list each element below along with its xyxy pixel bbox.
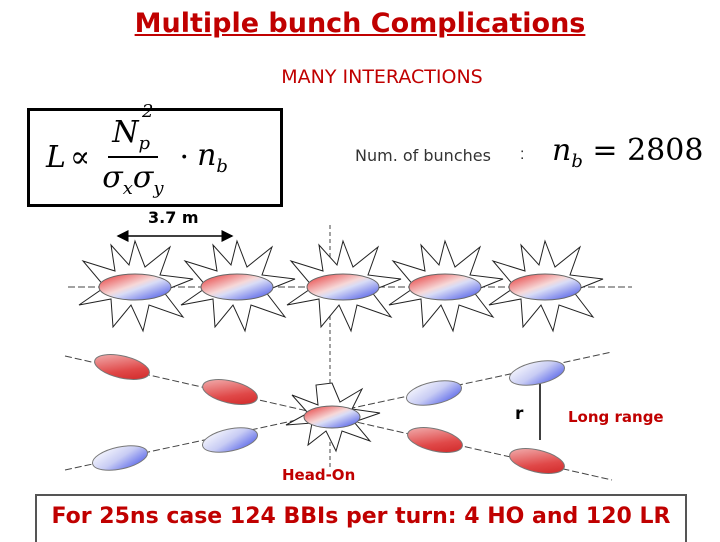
footer-box: For 25ns case 124 BBIs per turn: 4 HO an… <box>35 494 687 542</box>
nb-value: 2808 <box>627 133 704 168</box>
bunch-red-blue <box>303 405 361 429</box>
bunch-red <box>407 427 463 453</box>
luminosity-formula: L ∝ Np2 σxσy · nb <box>46 101 228 199</box>
collision-group-5 <box>488 239 604 333</box>
formula-nb: nb <box>197 137 228 177</box>
footer-text: For 25ns case 124 BBIs per turn: 4 HO an… <box>51 504 671 529</box>
bunch-red <box>94 354 150 380</box>
bunch-blue <box>406 380 462 406</box>
colon-separator: : <box>520 146 525 163</box>
long-range-label: Long range <box>568 408 664 426</box>
luminosity-symbol: L <box>46 139 66 175</box>
formula-denominator: σxσy <box>102 160 164 199</box>
formula-fraction: Np2 σxσy <box>102 101 164 199</box>
separation-label: r <box>515 404 524 424</box>
collision-group-3 <box>286 239 402 333</box>
bunch-blue <box>202 427 258 453</box>
multiplication-dot: · <box>179 139 190 175</box>
collision-group-4 <box>388 239 504 333</box>
slide-subtitle: MANY INTERACTIONS <box>281 66 483 88</box>
nb-equation: nb = 2808 <box>552 133 704 172</box>
slide-title: Multiple bunch Complications <box>134 8 586 39</box>
bunch-diagram <box>64 225 632 481</box>
luminosity-formula-box: L ∝ Np2 σxσy · nb <box>27 101 283 207</box>
collision-group-2 <box>180 239 296 333</box>
formula-numerator: Np2 <box>108 101 158 158</box>
bunch-red-blue <box>200 273 274 301</box>
bunch-red-blue <box>98 273 172 301</box>
bunch-red <box>509 448 565 474</box>
num-bunches-label: Num. of bunches <box>355 146 491 165</box>
head-on-label: Head-On <box>282 466 356 484</box>
bunch-blue <box>509 360 565 386</box>
bunch-spacing-label: 3.7 m <box>148 208 199 227</box>
bunch-blue <box>92 445 148 471</box>
proportional-symbol: ∝ <box>69 139 91 175</box>
bunch-red-blue <box>306 273 380 301</box>
head-on-collision <box>285 382 381 453</box>
collision-group-1 <box>78 239 194 333</box>
bunch-red-blue <box>408 273 482 301</box>
bunch-red-blue <box>508 273 582 301</box>
bunch-red <box>202 379 258 405</box>
